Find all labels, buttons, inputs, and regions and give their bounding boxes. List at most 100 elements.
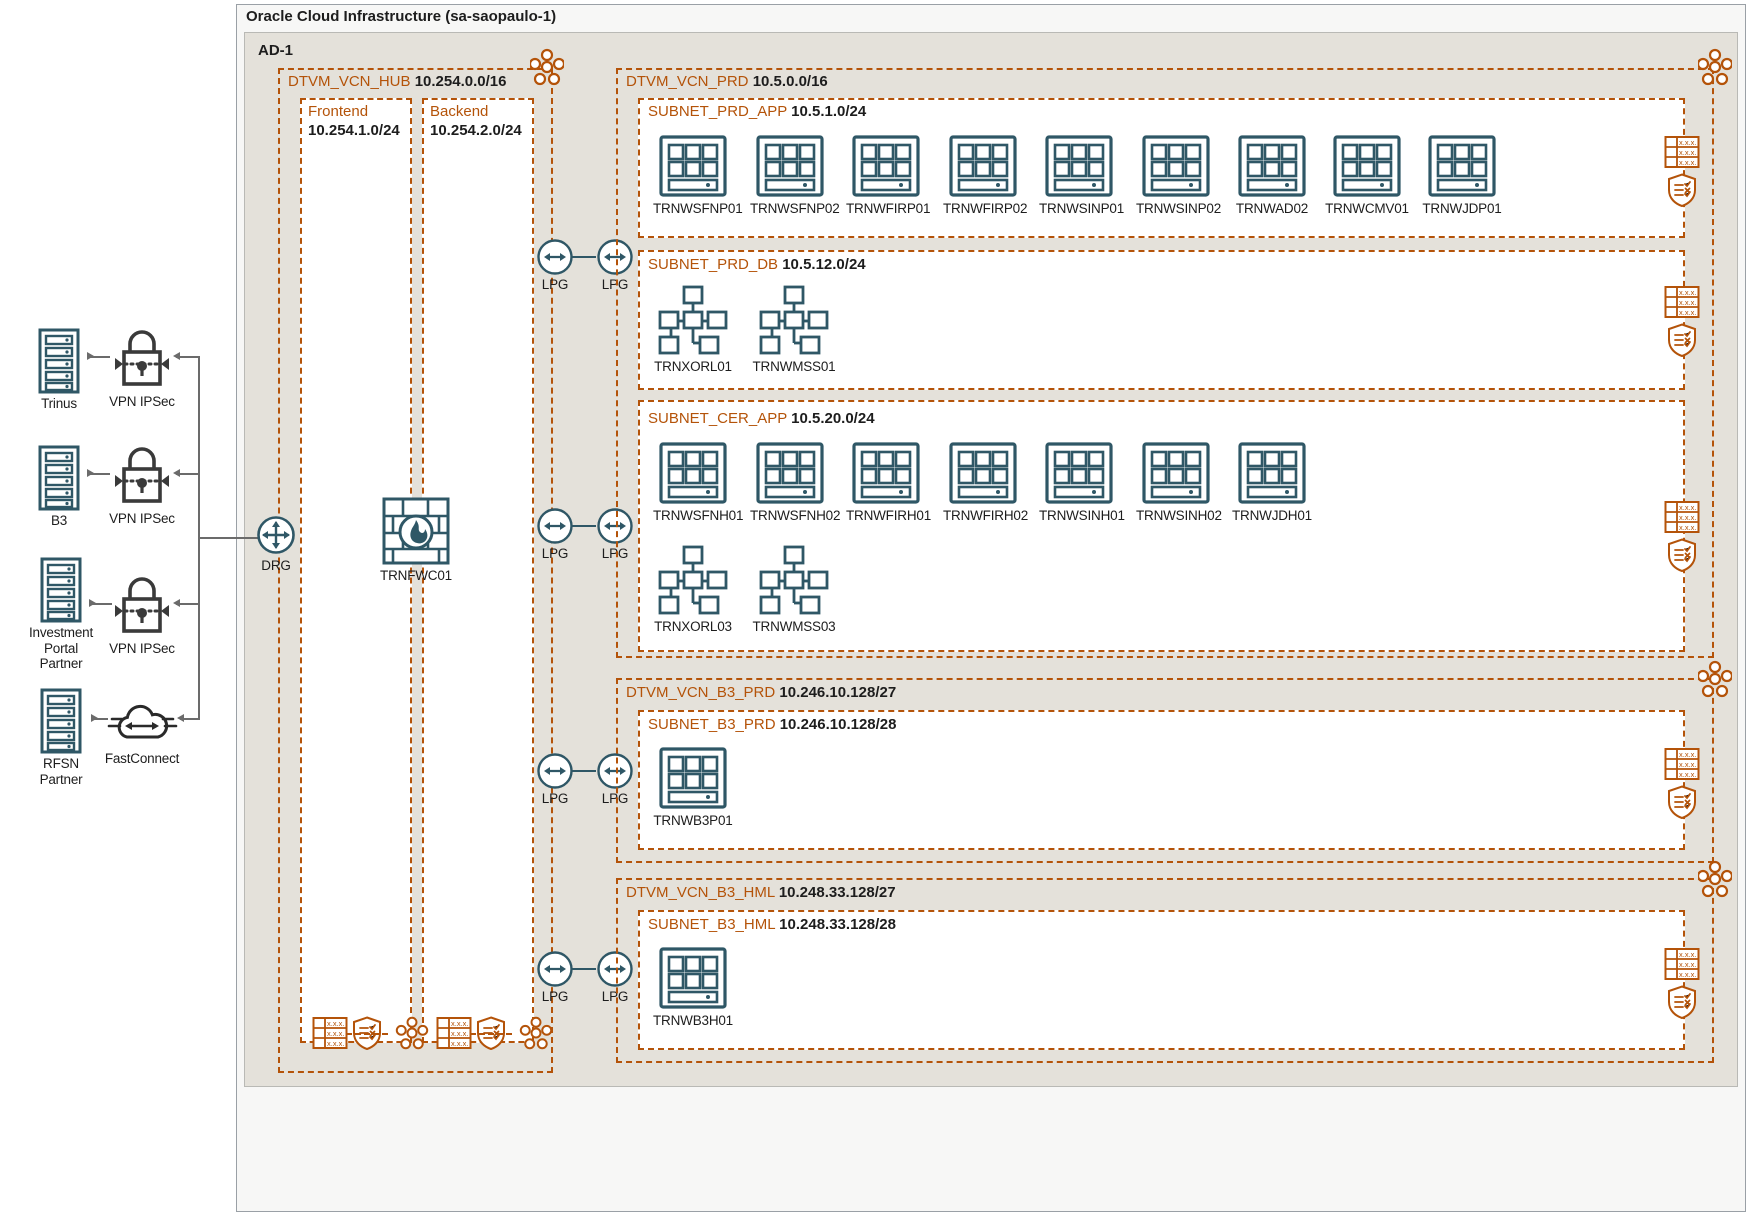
svg-text:x.x.x.: x.x.x.	[451, 1039, 469, 1048]
subnet-b3-prd-container	[638, 710, 1685, 850]
subnet-frontend-container	[300, 98, 412, 1043]
compute-node[interactable]: TRNWSINP02	[1136, 135, 1221, 216]
compute-node[interactable]: TRNWFIRH01	[846, 442, 931, 523]
subnet-prd-app-cidr: 10.5.1.0/24	[791, 103, 867, 120]
compute-node[interactable]: TRNWSINP01	[1039, 135, 1124, 216]
compute-instance-icon	[756, 442, 824, 504]
local-peering-gateway-icon	[597, 951, 633, 987]
compute-label: TRNWFIRH02	[943, 508, 1028, 523]
svg-text:x.x.x.: x.x.x.	[1679, 308, 1697, 317]
svg-text:x.x.x.: x.x.x.	[1679, 503, 1697, 512]
lpg-hub-b3-hml[interactable]: LPG	[534, 950, 576, 1004]
lpg-prd-app-hub[interactable]: LPG	[594, 238, 636, 292]
compute-node[interactable]: TRNWCMV01	[1325, 135, 1409, 216]
compute-instance-icon	[659, 747, 727, 809]
vcn-b3-prd-cidr: 10.246.10.128/27	[779, 684, 897, 701]
database-node[interactable]: TRNXORL03	[653, 545, 733, 634]
availability-domain-title: AD-1	[258, 42, 294, 59]
drg-icon	[257, 516, 295, 554]
local-peering-gateway-icon	[597, 239, 633, 275]
security-list-icon	[1668, 538, 1696, 572]
lpg-b3-hml-hub[interactable]: LPG	[594, 950, 636, 1004]
compute-node[interactable]: TRNWJDP01	[1420, 135, 1504, 216]
route-table-icon: x.x.x.x.x.x.x.x.x.	[1664, 748, 1700, 780]
compute-node[interactable]: TRNWB3P01	[653, 747, 733, 828]
arrow-trinus-icon	[87, 352, 94, 360]
lpg-hub-prd-app[interactable]: LPG	[534, 238, 576, 292]
vcn-prd-container	[616, 68, 1714, 658]
external-entity-label: B3	[50, 513, 68, 528]
svg-text:x.x.x.: x.x.x.	[1679, 298, 1697, 307]
lpg-b3-prd-hub[interactable]: LPG	[594, 752, 636, 806]
compute-instance-icon	[756, 135, 824, 197]
security-list-icon	[1668, 785, 1696, 819]
svg-text:x.x.x.: x.x.x.	[1679, 960, 1697, 969]
local-peering-gateway-icon	[537, 753, 573, 789]
svg-text:x.x.x.: x.x.x.	[451, 1019, 469, 1028]
compute-instance-icon	[852, 442, 920, 504]
compute-node[interactable]: TRNWSINH02	[1136, 442, 1222, 523]
firewall-node[interactable]: TRNFWC01	[380, 496, 452, 583]
firewall-icon	[382, 497, 450, 565]
route-table-icon: x.x.x.x.x.x.x.x.x.	[1664, 948, 1700, 980]
database-cluster-icon	[658, 285, 728, 355]
local-peering-gateway-icon	[537, 508, 573, 544]
compute-node[interactable]: TRNWJDH01	[1232, 442, 1312, 523]
compute-instance-icon	[659, 135, 727, 197]
connector-b3	[88, 473, 110, 475]
external-link-label: VPN IPSec	[109, 641, 175, 656]
svg-text:x.x.x.: x.x.x.	[1679, 513, 1697, 522]
svg-text:x.x.x.: x.x.x.	[451, 1029, 469, 1038]
compute-label: TRNWSINH02	[1136, 508, 1222, 523]
compute-node[interactable]: TRNWSINH01	[1039, 442, 1125, 523]
prd-db-gateway-icons: x.x.x.x.x.x.x.x.x.	[1664, 285, 1700, 357]
database-cluster-icon	[658, 545, 728, 615]
svg-text:x.x.x.: x.x.x.	[327, 1019, 345, 1028]
svg-text:x.x.x.: x.x.x.	[327, 1029, 345, 1038]
subnet-frontend-name: Frontend	[308, 103, 369, 120]
arrow-bus-rfsn-icon	[177, 714, 184, 722]
compute-node[interactable]: TRNWSFNH02	[750, 442, 840, 523]
lpg-hub-b3-prd[interactable]: LPG	[534, 752, 576, 806]
vpn-lock-icon	[115, 577, 169, 633]
compute-label: TRNWSFNH01	[653, 508, 744, 523]
external-link-label: VPN IPSec	[109, 394, 175, 409]
database-label: TRNWMSS03	[752, 619, 836, 634]
arrow-rfsn-icon	[91, 714, 98, 722]
subnet-b3-prd-label: SUBNET_B3_PRD 10.246.10.128/28	[648, 716, 897, 733]
svg-text:x.x.x.: x.x.x.	[1679, 523, 1697, 532]
service-gateway-icon	[1698, 660, 1732, 698]
compute-node[interactable]: TRNWFIRH02	[943, 442, 1028, 523]
subnet-backend-container	[422, 98, 534, 1043]
compute-node[interactable]: TRNWSFNP02	[750, 135, 840, 216]
database-node[interactable]: TRNWMSS03	[750, 545, 838, 634]
compute-node[interactable]: TRNWB3H01	[653, 947, 733, 1028]
subnet-frontend-cidr: 10.254.1.0/24	[308, 122, 400, 140]
drg-node[interactable]: DRG	[252, 514, 300, 573]
compute-node[interactable]: TRNWSFNH01	[653, 442, 744, 523]
compute-node[interactable]: TRNWAD02	[1232, 135, 1312, 216]
compute-instance-icon	[1045, 135, 1113, 197]
database-node[interactable]: TRNWMSS01	[750, 285, 838, 374]
subnet-b3-hml-name: SUBNET_B3_HML	[648, 916, 775, 933]
svg-text:x.x.x.: x.x.x.	[1679, 950, 1697, 959]
compute-label: TRNWJDH01	[1232, 508, 1312, 523]
compute-node[interactable]: TRNWSFNP01	[653, 135, 743, 216]
compute-node[interactable]: TRNWFIRP02	[943, 135, 1027, 216]
subnet-cer-app-cidr: 10.5.20.0/24	[791, 410, 875, 427]
database-node[interactable]: TRNXORL01	[653, 285, 733, 374]
lpg-cer-app-hub[interactable]: LPG	[594, 507, 636, 561]
subnet-prd-db-name: SUBNET_PRD_DB	[648, 256, 779, 273]
lpg-hub-cer-app[interactable]: LPG	[534, 507, 576, 561]
lpg-link-prd-app	[572, 256, 596, 258]
subnet-prd-db-label: SUBNET_PRD_DB 10.5.12.0/24	[648, 256, 866, 273]
vcn-hub-label: DTVM_VCN_HUB 10.254.0.0/16	[288, 73, 506, 90]
vcn-hub-container	[278, 68, 553, 1073]
svg-text:x.x.x.: x.x.x.	[1679, 750, 1697, 759]
b3-hml-gateway-icons: x.x.x.x.x.x.x.x.x.	[1664, 947, 1700, 1019]
compute-node[interactable]: TRNWFIRP01	[846, 135, 930, 216]
external-entity-b3: B3	[30, 445, 88, 528]
lpg-label: LPG	[601, 791, 629, 806]
server-rack-icon	[38, 328, 80, 394]
route-table-icon: x.x.x.x.x.x.x.x.x.	[1664, 136, 1700, 168]
